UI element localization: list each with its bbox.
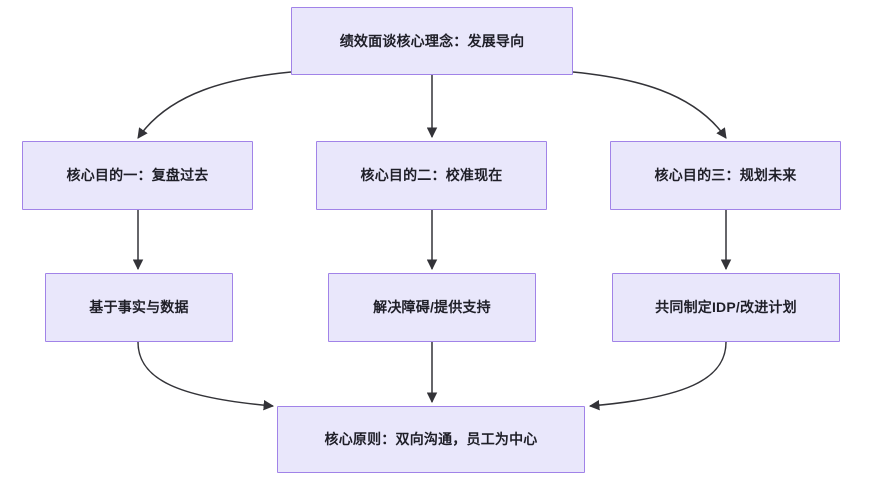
node-purpose-3[interactable]: 核心目的三：规划未来 [610, 141, 841, 210]
edge-method3-to-principle [588, 341, 727, 411]
node-purpose-1-label: 核心目的一：复盘过去 [66, 167, 209, 184]
node-purpose-3-label: 核心目的三：规划未来 [654, 167, 797, 184]
node-root-label: 绩效面谈核心理念：发展导向 [339, 32, 525, 49]
node-purpose-1[interactable]: 核心目的一：复盘过去 [22, 141, 253, 210]
node-method-2[interactable]: 解决障碍/提供支持 [328, 273, 536, 342]
edge-root-to-purpose3 [572, 71, 727, 139]
node-method-1-label: 基于事实与数据 [89, 299, 189, 316]
edge-root-to-purpose1 [137, 71, 292, 139]
node-principle[interactable]: 核心原则：双向沟通，员工为中心 [277, 406, 585, 473]
node-root[interactable]: 绩效面谈核心理念：发展导向 [291, 7, 573, 75]
node-method-3-label: 共同制定IDP/改进计划 [655, 299, 797, 316]
node-method-2-label: 解决障碍/提供支持 [373, 299, 491, 316]
node-principle-label: 核心原则：双向沟通，员工为中心 [324, 431, 538, 448]
edge-method1-to-principle [137, 341, 275, 411]
node-method-3[interactable]: 共同制定IDP/改进计划 [612, 273, 840, 342]
node-method-1[interactable]: 基于事实与数据 [45, 273, 233, 342]
node-purpose-2[interactable]: 核心目的二：校准现在 [316, 141, 547, 210]
node-purpose-2-label: 核心目的二：校准现在 [360, 167, 503, 184]
